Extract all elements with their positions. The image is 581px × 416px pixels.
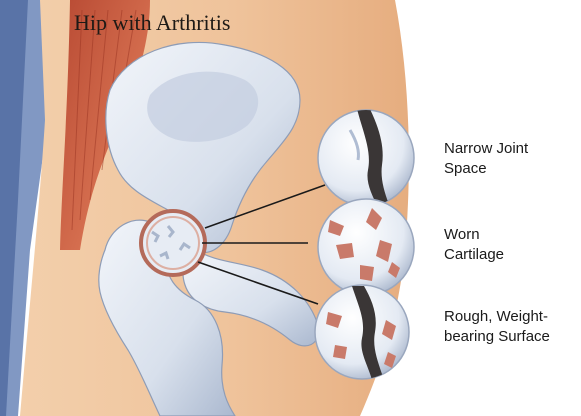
callout-rough-line2: bearing Surface — [444, 328, 550, 345]
worn-cartilage-icon — [318, 199, 414, 295]
callout-narrow-line1: Narrow Joint — [444, 140, 529, 157]
rough-surface-icon — [315, 285, 409, 380]
callout-worn-line1: Worn — [444, 226, 480, 243]
diagram-title: Hip with Arthritis — [74, 10, 230, 35]
femoral-head — [141, 211, 205, 275]
callout-rough-line1: Rough, Weight- — [444, 308, 548, 325]
callout-worn-line2: Cartilage — [444, 246, 504, 263]
callout-narrow-line2: Space — [444, 160, 487, 177]
